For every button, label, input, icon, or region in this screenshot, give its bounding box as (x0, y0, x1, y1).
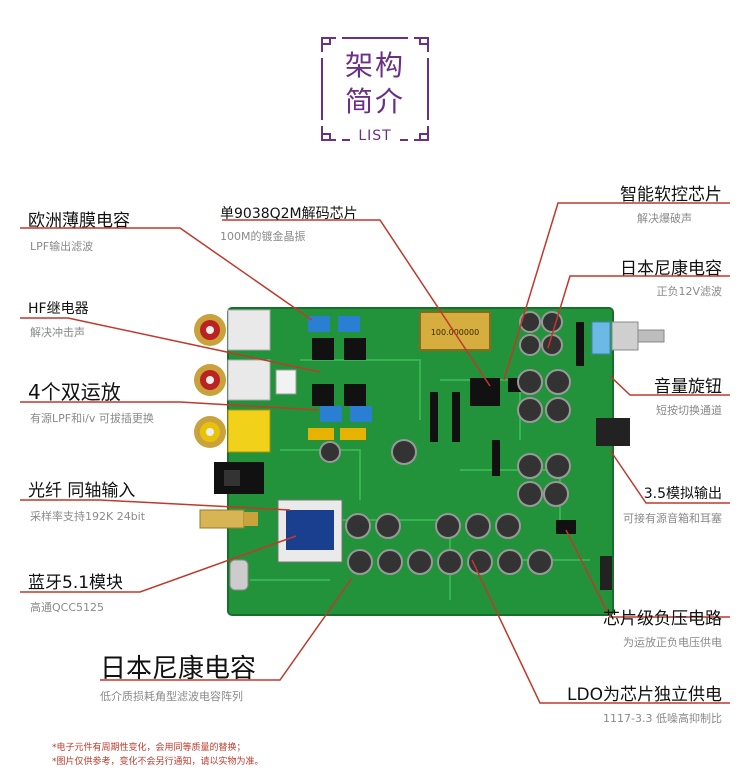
trimmer-block (591, 321, 611, 355)
callout-nichicon-filter-title: 日本尼康电容 (100, 654, 257, 684)
badge-title-line1: 架构 (344, 49, 405, 82)
callout-film-capacitor-subtitle: LPF输出滤波 (30, 240, 94, 253)
callout-ldo-subtitle: 1117-3.3 低噪高抑制比 (603, 712, 722, 725)
op-amp-chips (312, 338, 366, 406)
callout-relay-title: HF继电器 (28, 301, 89, 317)
callout-bluetooth-title: 蓝牙5.1模块 (28, 573, 124, 593)
callout-negative-voltage-title: 芯片级负压电路 (603, 609, 722, 629)
callout-nichicon-power-title: 日本尼康电容 (620, 259, 722, 279)
section-badge: 架构 简介 LIST (316, 30, 434, 148)
footnote-2: *图片仅供参考，变化不会另行通知，请以实物为准。 (52, 757, 264, 767)
callout-dac-subtitle: 100M的镀金晶振 (220, 230, 306, 243)
callout-dac-title: 单9038Q2M解码芯片 (220, 206, 358, 222)
callout-input-subtitle: 采样率支持192K 24bit (30, 510, 146, 523)
film-capacitors (308, 316, 372, 440)
callout-input-title: 光纤 同轴输入 (28, 481, 136, 501)
callout-nichicon-filter-subtitle: 低介质损耗角型滤波电容阵列 (100, 690, 243, 703)
electrolytic-capacitors (319, 311, 571, 575)
optical-input (214, 462, 264, 494)
callout-film-capacitor-title: 欧洲薄膜电容 (28, 211, 130, 231)
callout-soft-control-title: 智能软控芯片 (620, 185, 722, 205)
callout-volume-knob-subtitle: 短按切换通道 (656, 404, 722, 417)
negative-voltage-chip (556, 520, 576, 534)
callout-nichicon-power-subtitle: 正负12V滤波 (656, 285, 722, 298)
callout-opamp-subtitle: 有源LPF和i/v 可拔插更换 (30, 412, 154, 425)
callout-analog-out-subtitle: 可接有源音箱和耳塞 (623, 512, 722, 525)
pin-headers (430, 322, 584, 476)
usb-c-port (229, 559, 249, 591)
callout-volume-knob-title: 音量旋钮 (654, 377, 722, 397)
headphone-jack (596, 418, 630, 446)
volume-knob (611, 321, 665, 351)
rca-connector-yellow (194, 409, 271, 453)
dac-chip (470, 378, 500, 406)
callout-lines (20, 202, 730, 704)
badge-title-line2: 简介 (344, 85, 405, 118)
footnote-1: *电子元件有周期性变化，会用同等质量的替换； (52, 743, 246, 753)
crystal-oscillator: 100.000000 (419, 311, 491, 351)
callout-bluetooth-subtitle: 高通QCC5125 (30, 601, 105, 614)
rca-connector-red-bottom (194, 359, 271, 401)
callout-negative-voltage-subtitle: 为运放正负电压供电 (623, 636, 722, 649)
callout-opamp-title: 4个双运放 (28, 380, 121, 404)
callout-relay-subtitle: 解决冲击声 (30, 326, 85, 339)
callout-analog-out-title: 3.5模拟输出 (643, 486, 722, 502)
rca-connector-red-top (194, 309, 271, 351)
callout-soft-control-subtitle: 解决爆破声 (637, 212, 692, 225)
antenna-connector (199, 509, 258, 529)
callout-ldo-title: LDO为芯片独立供电 (567, 685, 722, 705)
badge-frame (321, 37, 429, 141)
slide-switch (600, 556, 612, 590)
badge-subtitle: LIST (358, 128, 392, 144)
